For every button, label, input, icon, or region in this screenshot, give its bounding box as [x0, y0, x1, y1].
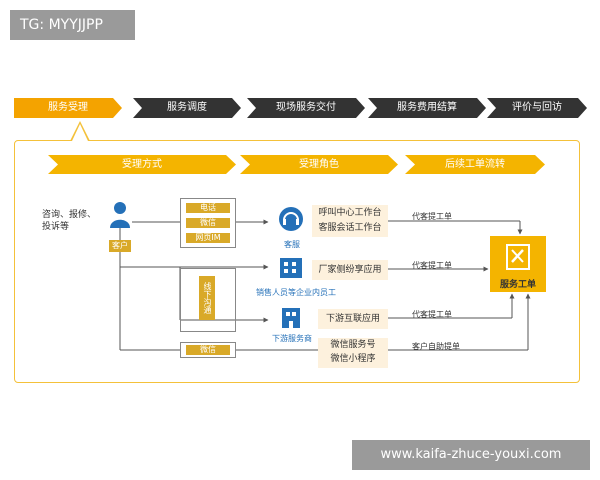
step-service-acceptance[interactable]: 服务受理: [14, 98, 122, 118]
watermark-url: www.kaifa-zhuce-youxi.com: [352, 440, 590, 470]
role-service-line-1: 呼叫中心工作台: [318, 208, 382, 218]
tg-badge: TG: MYYJJPP: [10, 10, 135, 40]
workorder-tools-icon: [506, 244, 530, 270]
role-caption-service: 客服: [284, 240, 300, 249]
role-service-box[interactable]: 呼叫中心工作台 客服会话工作台: [312, 205, 388, 237]
step-service-dispatch[interactable]: 服务调度: [133, 98, 241, 118]
step-fee-settlement[interactable]: 服务费用结算: [368, 98, 486, 118]
role-downstream-box[interactable]: 下游互联应用: [318, 309, 388, 329]
role-self-service-box[interactable]: 微信服务号 微信小程序: [318, 338, 388, 368]
role-sales-box[interactable]: 厂家侧纷享应用: [312, 260, 388, 280]
channel-offline[interactable]: 线下沟通: [199, 276, 215, 320]
channel-wechat-self[interactable]: 微信: [186, 345, 230, 355]
flow-label-sales: 代客提工单: [412, 261, 452, 270]
role-caption-sales: 销售人员等企业内员工: [256, 288, 336, 297]
wechat-self-group: [180, 342, 236, 358]
channel-web-im[interactable]: 网页IM: [186, 233, 230, 243]
channel-phone[interactable]: 电话: [186, 203, 230, 213]
customer-label: 客户: [109, 240, 131, 252]
role-sales-line-1: 厂家侧纷享应用: [318, 265, 382, 275]
panel-tab-pointer-inner: [72, 124, 88, 141]
building-icon: [280, 258, 302, 278]
role-self-line-1: 微信服务号: [330, 340, 376, 350]
acceptance-panel: [14, 140, 580, 383]
office-icon: [282, 308, 300, 328]
workorder-label: 服务工单: [499, 280, 536, 290]
role-caption-downstream: 下游服务商: [272, 334, 312, 343]
header-workorder-flow: 后续工单流转: [405, 155, 545, 174]
headset-icon: [279, 207, 303, 231]
offline-channel-group: [180, 268, 236, 332]
header-acceptance-method: 受理方式: [48, 155, 236, 174]
online-channel-group: [180, 198, 236, 248]
role-self-line-2: 微信小程序: [330, 354, 376, 364]
request-types: 咨询、报修、 投诉等: [42, 210, 97, 232]
customer-icon: [110, 202, 130, 228]
step-onsite-delivery[interactable]: 现场服务交付: [247, 98, 365, 118]
step-review-followup[interactable]: 评价与回访: [487, 98, 587, 118]
role-downstream-line-1: 下游互联应用: [325, 314, 380, 324]
flow-label-self: 客户自助提单: [412, 342, 460, 351]
flow-label-service: 代客提工单: [412, 212, 452, 221]
flow-label-downstream: 代客提工单: [412, 310, 452, 319]
role-service-line-2: 客服会话工作台: [318, 223, 382, 233]
channel-wechat[interactable]: 微信: [186, 218, 230, 228]
header-acceptance-role: 受理角色: [240, 155, 398, 174]
